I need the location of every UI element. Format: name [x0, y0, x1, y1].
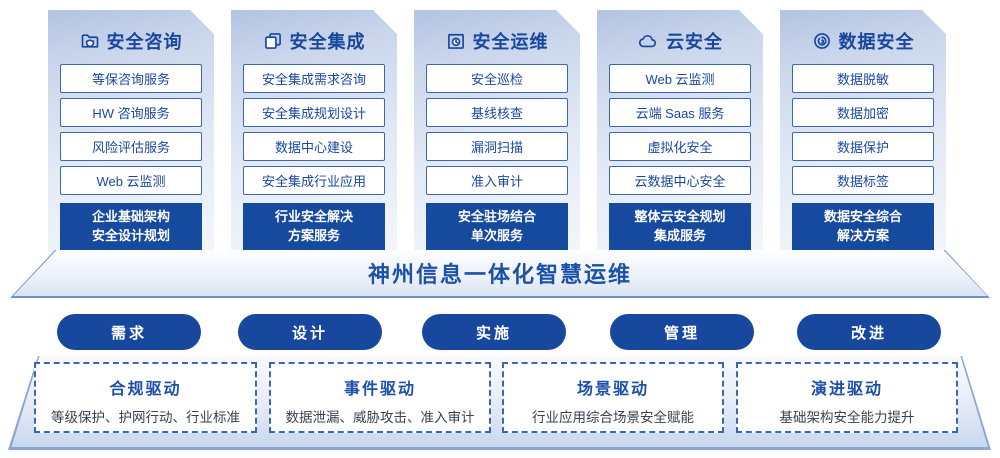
column-cloud-security: 云安全 Web 云监测 云端 Saas 服务 虚拟化安全 云数据中心安全 整体云…	[597, 10, 763, 252]
column-title-label: 云安全	[666, 32, 723, 52]
driver-scenario: 场景驱动 行业应用综合场景安全赋能	[502, 362, 724, 433]
column-security-consulting: 安全咨询 等保咨询服务 HW 咨询服务 风险评估服务 Web 云监测 企业基础架…	[48, 10, 214, 252]
service-item: 数据脱敏	[792, 64, 934, 93]
driver-desc: 基础架构安全能力提升	[779, 410, 915, 425]
driver-desc: 行业应用综合场景安全赋能	[532, 410, 694, 425]
service-item: 虚拟化安全	[609, 132, 751, 161]
driver-title: 事件驱动	[343, 381, 416, 398]
column-footer: 数据安全综合 解决方案	[792, 203, 934, 250]
column-data-security: 数据安全 数据脱敏 数据加密 数据保护 数据标签 数据安全综合 解决方案	[780, 10, 946, 252]
column-title-label: 安全咨询	[106, 32, 183, 52]
service-item: 数据保护	[792, 132, 934, 161]
service-item: 安全集成需求咨询	[243, 64, 385, 93]
driver-desc: 数据泄漏、威胁攻击、准入审计	[285, 410, 475, 425]
column-items: Web 云监测 云端 Saas 服务 虚拟化安全 云数据中心安全	[597, 56, 763, 195]
service-item: Web 云监测	[60, 166, 202, 195]
fingerprint-icon	[812, 31, 832, 51]
column-footer: 行业安全解决 方案服务	[243, 203, 385, 250]
column-security-integration: 安全集成 安全集成需求咨询 安全集成规划设计 数据中心建设 安全集成行业应用 行…	[231, 10, 397, 252]
service-item: 数据中心建设	[243, 132, 385, 161]
service-item: 基线核查	[426, 98, 568, 127]
folder-clock-icon	[446, 31, 466, 51]
driver-title: 场景驱动	[576, 381, 649, 398]
pill-improvement: 改进	[797, 314, 941, 350]
column-footer: 整体云安全规划 集成服务	[609, 203, 751, 250]
service-item: HW 咨询服务	[60, 98, 202, 127]
column-items: 等保咨询服务 HW 咨询服务 风险评估服务 Web 云监测	[48, 56, 214, 195]
column-title: 云安全	[597, 26, 763, 56]
column-footer: 安全驻场结合 单次服务	[426, 203, 568, 250]
service-item: 漏洞扫描	[426, 132, 568, 161]
driver-compliance: 合规驱动 等级保护、护网行动、行业标准	[34, 362, 257, 433]
column-title: 数据安全	[780, 26, 946, 56]
column-items: 安全集成需求咨询 安全集成规划设计 数据中心建设 安全集成行业应用	[231, 56, 397, 195]
driver-title: 合规驱动	[109, 381, 182, 398]
pill-implementation: 实施	[422, 314, 566, 350]
banner-trapezoid: 神州信息一体化智慧运维	[10, 250, 990, 298]
column-title: 安全运维	[414, 26, 580, 56]
column-footer: 企业基础架构 安全设计规划	[60, 203, 202, 250]
service-item: 数据标签	[792, 166, 934, 195]
column-items: 安全巡检 基线核查 漏洞扫描 准入审计	[414, 56, 580, 195]
pill-management: 管理	[610, 314, 754, 350]
column-title-label: 安全集成	[289, 32, 366, 52]
driver-incident: 事件驱动 数据泄漏、威胁攻击、准入审计	[269, 362, 491, 433]
column-title: 安全集成	[231, 26, 397, 56]
service-item: 风险评估服务	[60, 132, 202, 161]
column-title: 安全咨询	[48, 26, 214, 56]
copy-icon	[263, 31, 283, 51]
folder-shield-icon	[80, 31, 100, 51]
pill-requirement: 需求	[57, 314, 201, 350]
service-item: 安全集成规划设计	[243, 98, 385, 127]
cloud-icon	[637, 31, 659, 51]
column-title-label: 安全运维	[472, 32, 549, 52]
service-item: 云端 Saas 服务	[609, 98, 751, 127]
driver-title: 演进驱动	[810, 381, 883, 398]
service-item: 数据加密	[792, 98, 934, 127]
service-item: 安全巡检	[426, 64, 568, 93]
service-item: 等保咨询服务	[60, 64, 202, 93]
column-title-label: 数据安全	[838, 32, 915, 52]
service-item: 云数据中心安全	[609, 166, 751, 195]
service-item: 安全集成行业应用	[243, 166, 385, 195]
pill-design: 设计	[238, 314, 382, 350]
service-item: 准入审计	[426, 166, 568, 195]
driver-desc: 等级保护、护网行动、行业标准	[51, 410, 240, 425]
column-security-operations: 安全运维 安全巡检 基线核查 漏洞扫描 准入审计 安全驻场结合 单次服务	[414, 10, 580, 252]
column-items: 数据脱敏 数据加密 数据保护 数据标签	[780, 56, 946, 195]
banner-title: 神州信息一体化智慧运维	[367, 262, 632, 287]
driver-evolution: 演进驱动 基础架构安全能力提升	[736, 362, 958, 433]
service-item: Web 云监测	[609, 64, 751, 93]
